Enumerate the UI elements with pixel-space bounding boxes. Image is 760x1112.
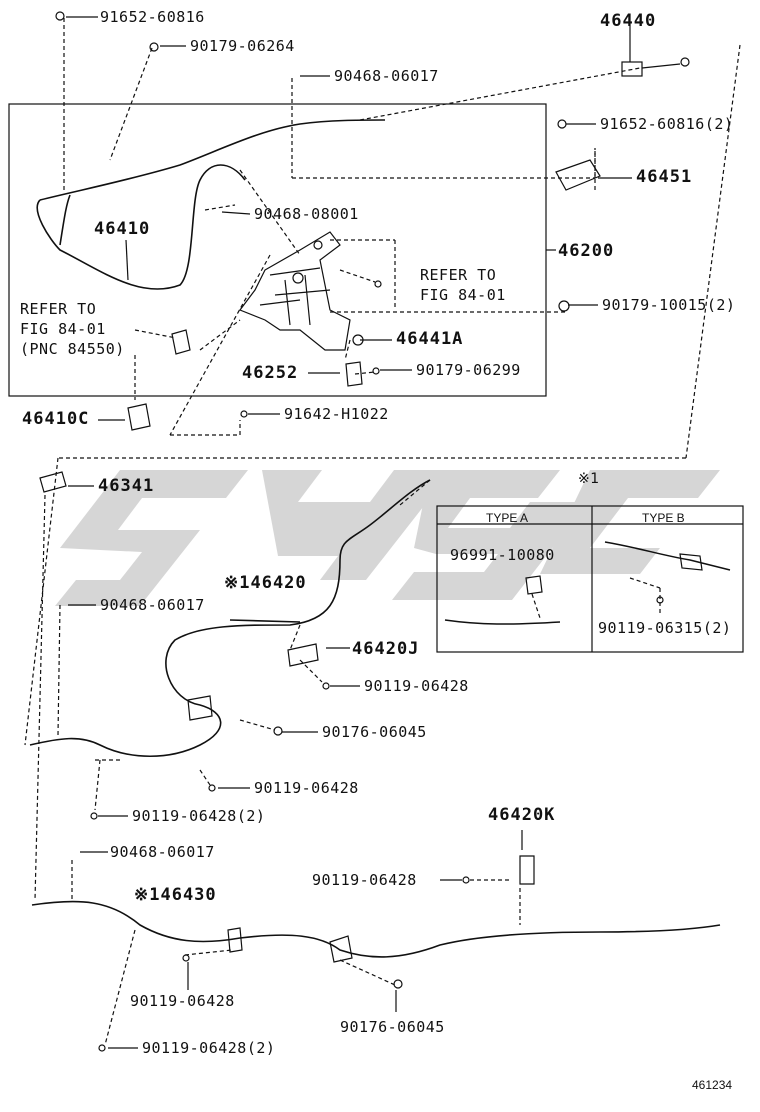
type-inset-box <box>436 505 744 653</box>
label-46430: ※146430 <box>134 885 217 905</box>
label-46441a: 46441A <box>396 329 464 349</box>
label-46420k: 46420K <box>488 805 556 825</box>
label-91642-h1022: 91642-H1022 <box>284 405 389 423</box>
label-46410: 46410 <box>94 219 151 239</box>
label-90468-06017-mid: 90468-06017 <box>100 596 205 614</box>
illustration-code: 461234 <box>692 1078 733 1092</box>
label-90179-06264: 90179-06264 <box>190 37 295 55</box>
label-90468-08001: 90468-08001 <box>254 205 359 223</box>
label-90119-06315-2: 90119-06315(2) <box>598 619 732 637</box>
label-refer-right-1: REFER TO <box>420 266 497 284</box>
label-90179-10015-2: 90179-10015(2) <box>602 296 736 314</box>
label-46341: 46341 <box>98 476 155 496</box>
label-type-b: TYPE B <box>642 511 685 525</box>
label-90119-06428-a: 90119-06428 <box>364 677 469 695</box>
label-90119-06428-2a: 90119-06428(2) <box>132 807 266 825</box>
label-46252: 46252 <box>242 363 299 383</box>
label-46410c: 46410C <box>22 409 90 429</box>
label-90468-06017-top: 90468-06017 <box>334 67 439 85</box>
label-type-a: TYPE A <box>486 511 529 525</box>
label-46451: 46451 <box>636 167 693 187</box>
label-90176-06045-b: 90176-06045 <box>340 1018 445 1036</box>
label-refer-left-3: (PNC 84550) <box>20 340 125 358</box>
label-46200: 46200 <box>558 241 615 261</box>
label-refer-left-2: FIG 84-01 <box>20 320 106 338</box>
watermark-logo <box>55 470 720 606</box>
label-90176-06045-a: 90176-06045 <box>322 723 427 741</box>
label-91652-60816-2: 91652-60816(2) <box>600 115 734 133</box>
label-90119-06428-b: 90119-06428 <box>254 779 359 797</box>
label-note-mark: ※1 <box>578 471 600 487</box>
label-96991-10080: 96991-10080 <box>450 546 555 564</box>
label-46420j: 46420J <box>352 639 420 659</box>
label-90119-06428-c: 90119-06428 <box>312 871 417 889</box>
label-91652-60816-top: 91652-60816 <box>100 8 205 26</box>
label-refer-left-1: REFER TO <box>20 300 97 318</box>
label-90468-06017-low: 90468-06017 <box>110 843 215 861</box>
label-90179-06299: 90179-06299 <box>416 361 521 379</box>
label-90119-06428-2b: 90119-06428(2) <box>142 1039 276 1057</box>
label-refer-right-2: FIG 84-01 <box>420 286 506 304</box>
label-90119-06428-d: 90119-06428 <box>130 992 235 1010</box>
parking-brake-lever <box>239 231 351 351</box>
label-46420: ※146420 <box>224 573 307 593</box>
label-46440: 46440 <box>600 11 657 31</box>
